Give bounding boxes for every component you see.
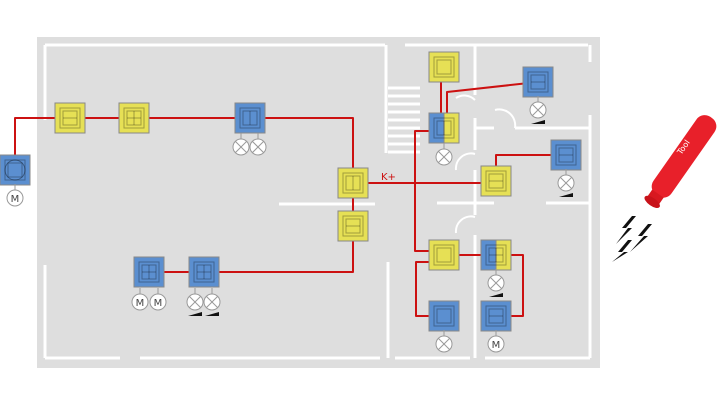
- lamp-icon: [249, 133, 267, 156]
- lamp-icon: [487, 269, 505, 297]
- actuator-switch[interactable]: [428, 300, 460, 332]
- lamp-icon: [186, 288, 204, 316]
- actuator-switch[interactable]: [234, 102, 266, 134]
- actuator-switch[interactable]: [133, 256, 165, 288]
- sensor-switch[interactable]: [428, 239, 460, 271]
- walls: [43, 43, 592, 360]
- sensor-switch[interactable]: [337, 167, 369, 199]
- lamp-icon: [529, 96, 547, 124]
- motor-label: M: [154, 298, 163, 309]
- dimmer-icon: [188, 312, 202, 316]
- motor-icon: M: [487, 330, 505, 353]
- staircase: [388, 86, 420, 154]
- dimmer-icon: [531, 120, 545, 124]
- bus-label: K+: [381, 172, 396, 183]
- lamp-icon: [203, 288, 221, 316]
- actuator-switch[interactable]: [480, 300, 512, 332]
- sensor-switch[interactable]: [118, 102, 150, 134]
- motor-icon: M: [131, 288, 149, 311]
- actuator-switch[interactable]: [188, 256, 220, 288]
- lamp-icon: [557, 169, 575, 197]
- motor-label: M: [136, 298, 145, 309]
- combined-switch[interactable]: [480, 239, 512, 271]
- screwdriver-icon: Tool: [644, 115, 717, 208]
- motor-label: M: [492, 340, 501, 351]
- motor-icon: M: [6, 184, 24, 207]
- motor-label: M: [11, 194, 20, 205]
- sensor-switch[interactable]: [428, 51, 460, 83]
- actuator-switch[interactable]: [0, 154, 31, 186]
- sensor-switch[interactable]: [337, 210, 369, 242]
- motor-icon: M: [149, 288, 167, 311]
- combined-switch[interactable]: [428, 112, 460, 144]
- dimmer-icon: [489, 293, 503, 297]
- lamp-icon: [232, 133, 250, 156]
- actuator-switch[interactable]: [550, 139, 582, 171]
- lamp-icon: [435, 330, 453, 353]
- dimmer-icon: [205, 312, 219, 316]
- lamp-icon: [435, 143, 453, 166]
- sensor-switch[interactable]: [54, 102, 86, 134]
- actuator-switch[interactable]: [522, 66, 554, 98]
- dimmer-icon: [559, 193, 573, 197]
- sensor-switch[interactable]: [480, 165, 512, 197]
- lightning-icon: [612, 216, 652, 262]
